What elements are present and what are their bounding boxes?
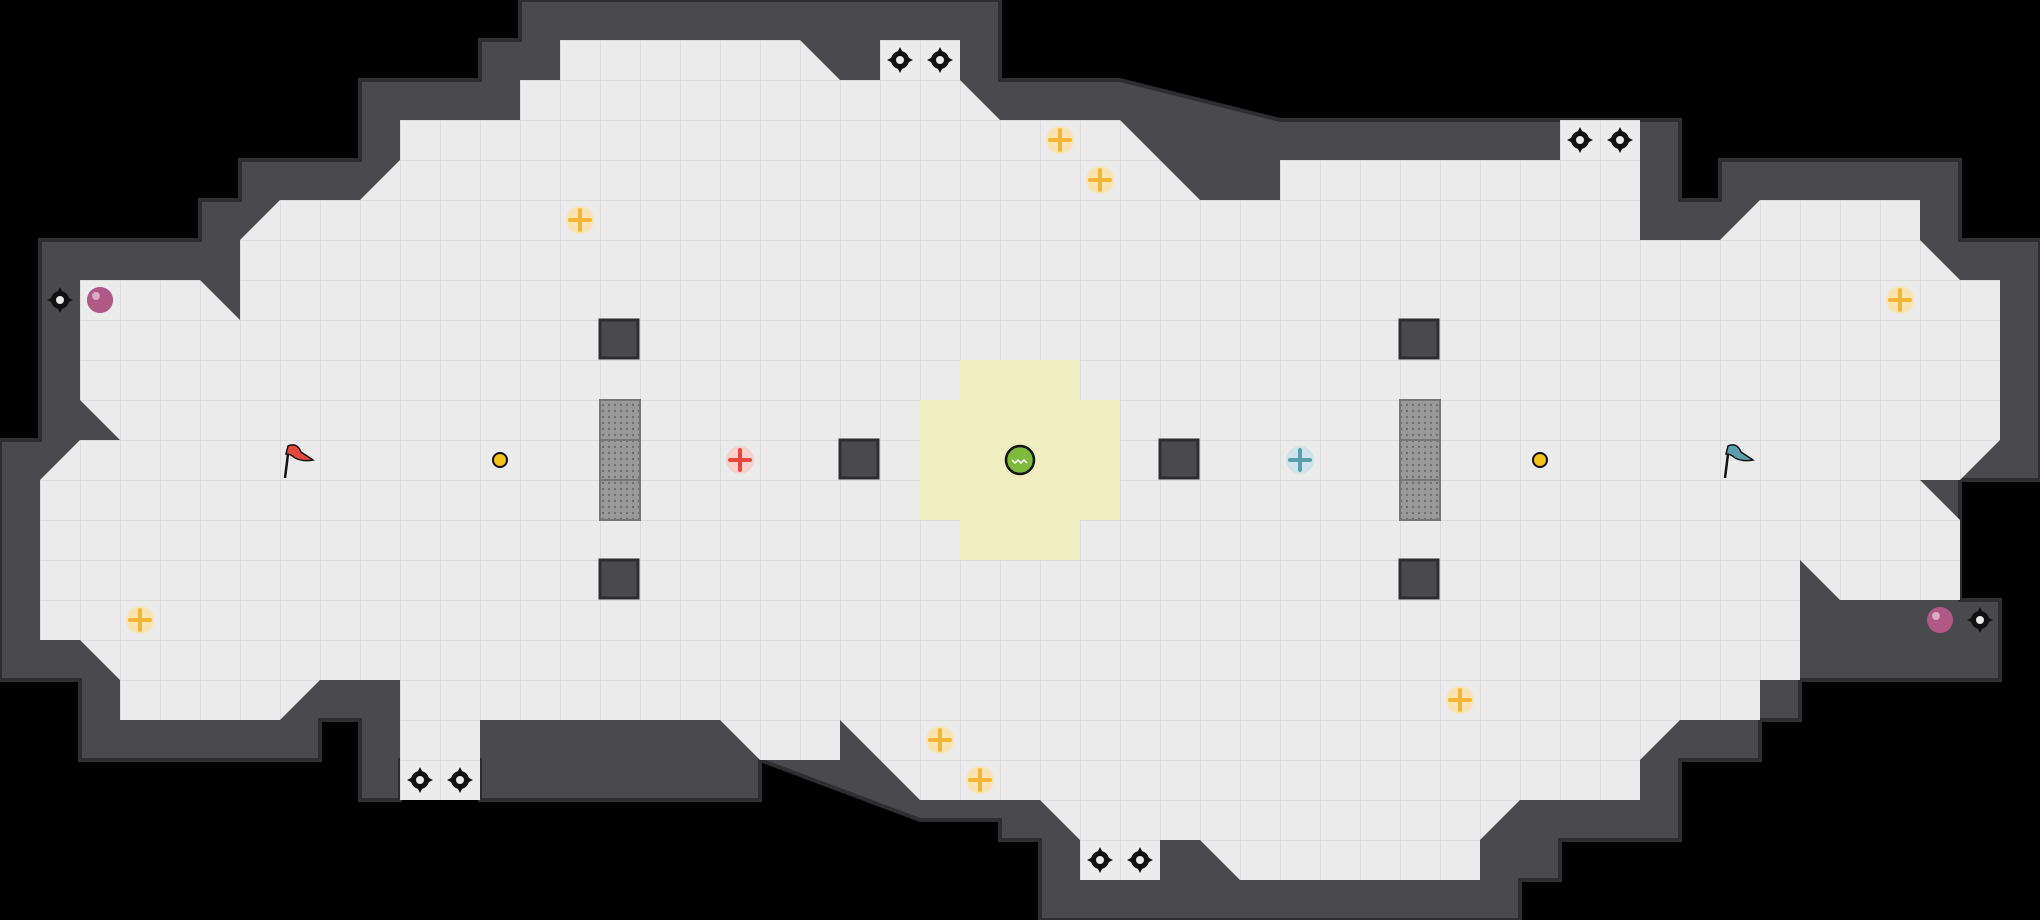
red-boost-icon — [726, 446, 754, 474]
spike-icon — [887, 47, 913, 73]
wall-blocks — [598, 318, 1440, 600]
ball-player-icon — [1004, 444, 1036, 476]
gate-tile — [599, 439, 641, 481]
portal-icon — [1927, 607, 1953, 633]
yellow-boost-icon — [126, 606, 154, 634]
blue-boost-icon — [1286, 446, 1314, 474]
spikes — [47, 47, 1993, 873]
spike-icon — [447, 767, 473, 793]
spike-icon — [1967, 607, 1993, 633]
spike-icon — [1567, 127, 1593, 153]
yellow-boost-icon — [966, 766, 994, 794]
blue-flag-icon — [1723, 444, 1755, 479]
gate-tile — [599, 399, 641, 441]
yellow-boost-icon — [1446, 686, 1474, 714]
gate-tile — [1399, 439, 1441, 481]
spike-icon — [927, 47, 953, 73]
yellow-boost-icon — [926, 726, 954, 754]
gate-tile — [599, 479, 641, 521]
gate-tile — [1399, 399, 1441, 441]
spike-icon — [407, 767, 433, 793]
powerup-dot-icon — [1532, 452, 1548, 468]
portal-icon — [87, 287, 113, 313]
spike-icon — [1087, 847, 1113, 873]
gate-tile — [1399, 479, 1441, 521]
yellow-boost-icon — [1886, 286, 1914, 314]
boosts — [126, 126, 1914, 794]
spike-icon — [1607, 127, 1633, 153]
gate-left — [599, 399, 641, 521]
powerup-dot-icon — [492, 452, 508, 468]
yellow-boost-icon — [566, 206, 594, 234]
red-flag-icon — [283, 444, 315, 479]
spike-icon — [1127, 847, 1153, 873]
yellow-boost-icon — [1086, 166, 1114, 194]
gate-right — [1399, 399, 1441, 521]
spike-icon — [47, 287, 73, 313]
yellow-boost-icon — [1046, 126, 1074, 154]
